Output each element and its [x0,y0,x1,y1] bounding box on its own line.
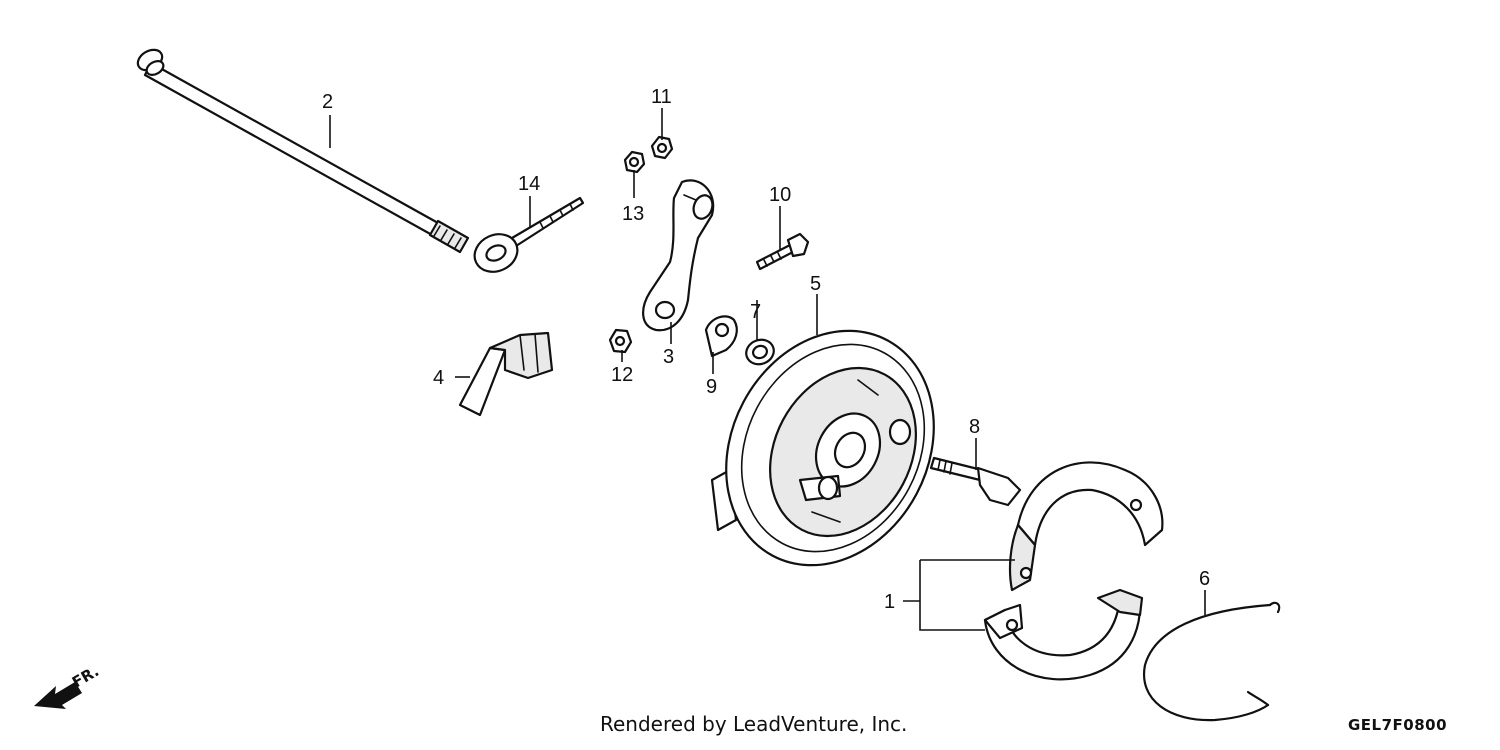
callout-14: 14 [518,173,540,195]
callout-7: 7 [750,301,761,323]
callout-labels: 2 14 13 11 10 5 7 3 12 9 4 8 6 1 [322,86,1210,613]
nut-part-12[interactable] [608,328,633,354]
diagram-code: GEL7F0800 [1348,716,1448,734]
callout-9: 9 [706,376,717,398]
nut-part-13[interactable] [623,150,646,174]
brake-shoe-lower[interactable] [983,588,1144,681]
brake-panel-part-5[interactable] [686,294,974,601]
brake-arm-part-3[interactable] [642,179,715,332]
axle-part-2[interactable] [134,46,470,254]
callout-13: 13 [622,203,644,225]
callout-11: 11 [651,86,672,108]
direction-arrow-icon [34,682,82,709]
callout-2: 2 [322,91,333,113]
callout-4: 4 [433,367,444,389]
seal-part-7[interactable] [743,336,778,368]
render-credit: Rendered by LeadVenture, Inc. [600,712,908,736]
leader-lines [329,108,1206,631]
callout-12: 12 [611,364,633,386]
callout-5: 5 [810,273,821,295]
wear-indicator-part-4[interactable] [458,331,554,417]
callout-1: 1 [884,591,895,613]
spring-part-6[interactable] [1142,601,1281,722]
washer-plate-part-9[interactable] [704,315,738,358]
callout-6: 6 [1199,568,1210,590]
nut-part-11[interactable] [650,135,674,160]
callout-3: 3 [663,346,674,368]
brake-cam-part-8[interactable] [929,456,1022,507]
callout-8: 8 [969,416,980,438]
brake-shoe-upper[interactable] [1008,461,1164,592]
bolt-part-10[interactable] [755,232,810,271]
adjuster-plate-part-14[interactable] [468,196,585,279]
front-direction-indicator: FR. [34,662,102,709]
callout-10: 10 [769,184,791,206]
